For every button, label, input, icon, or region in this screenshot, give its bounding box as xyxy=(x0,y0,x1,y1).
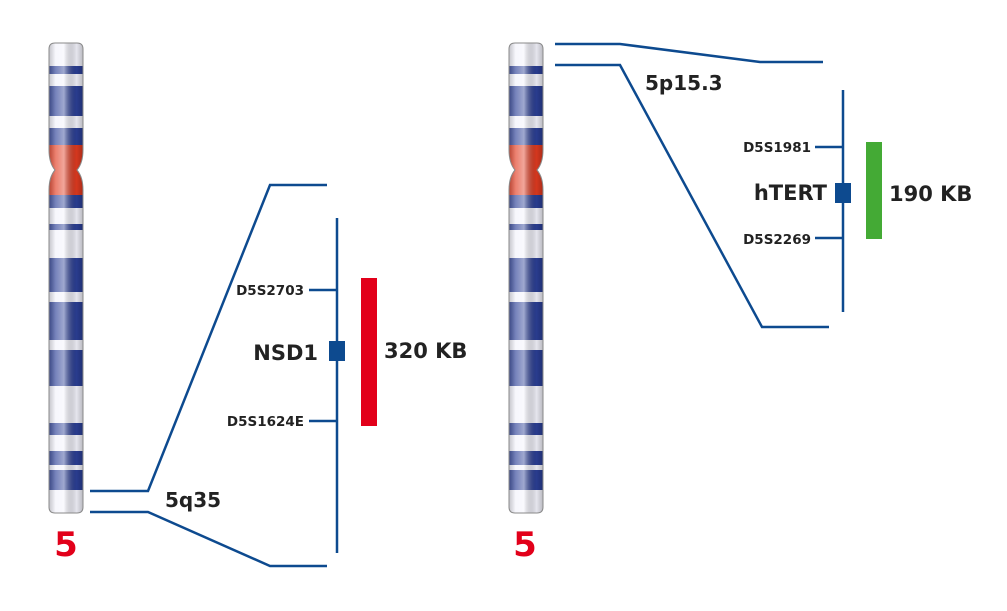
chromosome-5-left xyxy=(48,42,84,514)
region-size-bar xyxy=(361,278,377,426)
region-size-label: 320 KB xyxy=(384,339,467,363)
left-diagram: 5 5q35 D5S2703 D5S1624E NSD1 320 KB xyxy=(48,42,467,568)
zoom-connector-lines xyxy=(90,183,339,568)
gene-label: hTERT xyxy=(754,181,828,205)
gene-locus-box xyxy=(329,341,345,361)
chromosome-number-label: 5 xyxy=(54,525,78,565)
band-label: 5p15.3 xyxy=(645,71,723,95)
chromosome-5-right xyxy=(508,42,544,514)
chromosome-number-label: 5 xyxy=(513,525,537,565)
zoom-connector-lines xyxy=(555,42,845,329)
region-size-bar xyxy=(866,142,882,239)
marker-label-top: D5S1981 xyxy=(743,140,811,156)
gene-locus-box xyxy=(835,183,851,203)
band-label: 5q35 xyxy=(165,488,221,512)
right-diagram: 5 5p15.3 D5S1981 D5S2269 hTERT 190 KB xyxy=(508,42,972,565)
marker-label-top: D5S2703 xyxy=(236,283,304,299)
marker-label-bottom: D5S1624E xyxy=(227,414,304,430)
marker-label-bottom: D5S2269 xyxy=(743,232,811,248)
gene-label: NSD1 xyxy=(253,341,318,365)
region-size-label: 190 KB xyxy=(889,182,972,206)
